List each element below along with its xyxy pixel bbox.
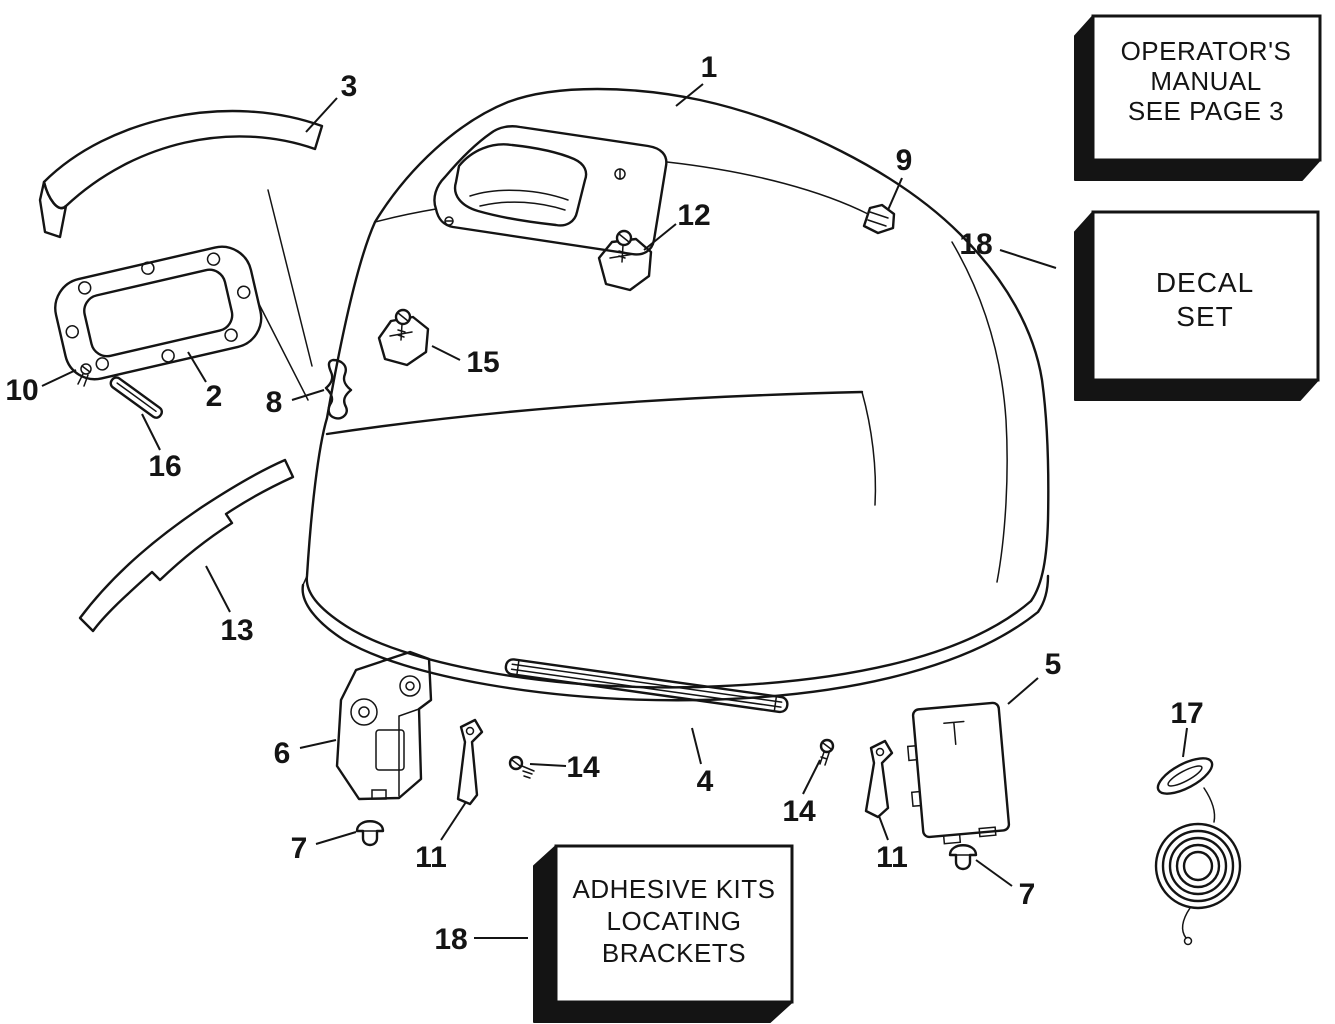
callout-6: 6: [274, 737, 291, 770]
box-face: [1091, 210, 1320, 382]
box-face: [554, 844, 794, 1004]
manual-line-2: MANUAL: [1150, 66, 1261, 96]
callout-7-left: 7: [291, 832, 308, 865]
gasket-frame: [54, 245, 263, 381]
callout-16: 16: [148, 450, 181, 483]
adhesive-line-1: ADHESIVE KITS: [573, 874, 776, 904]
bracket-11-left: [456, 718, 484, 806]
bracket-6: [335, 650, 433, 801]
adhesive-line-3: BRACKETS: [602, 938, 746, 968]
lanyard-17: [1154, 757, 1242, 946]
leader-lines: [41, 83, 1188, 939]
lanyard-coil: [1182, 850, 1214, 882]
panel-end-cap: [38, 180, 68, 239]
box-operators-manual: OPERATOR'S MANUAL SEE PAGE 3: [1074, 14, 1322, 181]
cover-crease: [325, 390, 864, 436]
callout-9: 9: [896, 144, 913, 177]
top-panel: [38, 109, 324, 239]
strip-4: [504, 658, 789, 714]
panel-5: [906, 701, 1011, 845]
callout-7-right: 7: [1019, 878, 1036, 911]
callout-5: 5: [1045, 648, 1062, 681]
assembly-lines: [257, 189, 313, 401]
decal-line-1: DECAL: [1156, 267, 1254, 298]
gasket-inner: [83, 268, 234, 358]
bracket-11-right: [864, 739, 894, 819]
clip-15: [377, 308, 430, 367]
callout-1: 1: [701, 51, 718, 84]
trim-strip-13: [78, 458, 295, 633]
clip-12: [597, 229, 653, 292]
lanyard-handle: [1156, 757, 1214, 795]
callout-2: 2: [206, 380, 223, 413]
clip-9: [862, 203, 896, 235]
callout-15: 15: [466, 346, 499, 379]
callout-3: 3: [341, 70, 358, 103]
callout-11-left: 11: [415, 841, 447, 874]
callout-14-right: 14: [782, 795, 816, 828]
callouts: 3 1 9 18 12 15 10 2 8 16 13 6 5 17 14 4 …: [5, 51, 1203, 956]
callout-18-bottom: 18: [434, 923, 467, 956]
cover-outline: [305, 87, 1050, 689]
box-face: [1091, 14, 1322, 162]
callout-18-top: 18: [959, 228, 992, 261]
decal-line-2: SET: [1176, 301, 1233, 332]
strip-16: [109, 376, 164, 419]
screw-14-right: [819, 738, 835, 766]
panel-band: [42, 109, 324, 210]
clip-8: [324, 358, 353, 420]
box-adhesive-kits: ADHESIVE KITS LOCATING BRACKETS: [533, 844, 794, 1023]
engine-cover: [301, 87, 1050, 702]
box-decal-set: DECAL SET: [1074, 210, 1320, 401]
callout-4: 4: [697, 765, 714, 798]
handle-cavity: [453, 143, 588, 227]
top-recess: [433, 125, 668, 256]
callout-12: 12: [677, 199, 710, 232]
manual-line-3: SEE PAGE 3: [1128, 96, 1284, 126]
manual-line-1: OPERATOR'S: [1121, 36, 1292, 66]
screw-14-left: [508, 755, 535, 779]
grommet-7-right: [948, 844, 978, 871]
grommet-7-left: [355, 820, 385, 847]
callout-14-left: 14: [566, 751, 600, 784]
screw-10: [77, 363, 92, 387]
callout-8: 8: [266, 386, 283, 419]
gasket-outer: [54, 245, 263, 381]
cover-corner-line: [951, 241, 1008, 583]
adhesive-line-2: LOCATING: [607, 906, 742, 936]
callout-13: 13: [220, 614, 253, 647]
callout-17: 17: [1170, 697, 1203, 730]
callout-11-right: 11: [876, 841, 908, 874]
cover-seam: [861, 391, 877, 506]
callout-10: 10: [5, 374, 38, 407]
